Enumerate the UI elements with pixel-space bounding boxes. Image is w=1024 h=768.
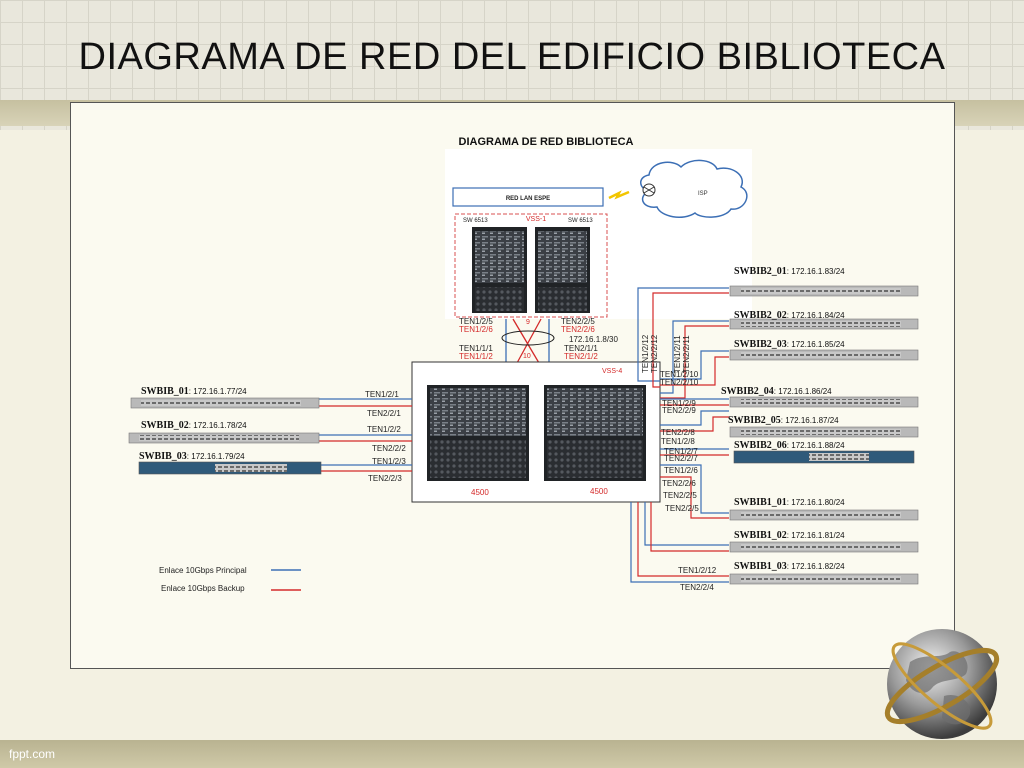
port-10: 10 (523, 353, 531, 360)
catalyst-4500-left (427, 385, 529, 481)
isp-cloud-icon (640, 159, 748, 219)
port-label: TEN1/2/6 (664, 466, 698, 475)
vss-link-ellipse (501, 330, 555, 346)
switch-swbib1-03 (729, 573, 919, 585)
port-label: TEN1/2/3 (372, 457, 406, 466)
switch-label-swbib2-03: SWBIB2_03: 172.16.1.85/24 (734, 339, 845, 350)
switch-label-swbib1-02: SWBIB1_02: 172.16.1.81/24 (734, 530, 845, 541)
switch-swbib-03 (138, 461, 322, 475)
port-label: TEN2/2/4 (680, 583, 714, 592)
switch-label-swbib2-01: SWBIB2_01: 172.16.1.83/24 (734, 266, 845, 277)
sw6513-chassis-left (472, 227, 527, 313)
port-label: TEN1/2/12 (641, 334, 650, 373)
port-label: TEN2/1/2 (564, 352, 598, 361)
vss1-label: VSS-1 (526, 216, 546, 223)
switch-label-swbib1-03: SWBIB1_03: 172.16.1.82/24 (734, 561, 845, 572)
diagram-heading: DIAGRAMA DE RED BIBLIOTECA (459, 136, 634, 148)
legend-primary-label: Enlace 10Gbps Principal (159, 566, 247, 575)
port-label: TEN1/2/9 (662, 399, 696, 408)
lightning-icon (608, 190, 630, 200)
switch-label-swbib2-05: SWBIB2_05: 172.16.1.87/24 (728, 415, 839, 426)
port-label: TEN1/2/6 (459, 325, 493, 334)
port-label: TEN1/1/2 (459, 352, 493, 361)
switch-label-swbib1-01: SWBIB1_01: 172.16.1.80/24 (734, 497, 845, 508)
port-label: TEN2/2/1 (367, 409, 401, 418)
vss1-group (454, 213, 608, 318)
switch-swbib2-02 (729, 318, 919, 330)
legend: Enlace 10Gbps Principal Enlace 10Gbps Ba… (159, 566, 301, 593)
port-label: TEN2/2/6 (662, 479, 696, 488)
lan-box (452, 187, 604, 207)
diagram-frame: DIAGRAMA DE RED BIBLIOTECA RED LAN ESPE … (70, 102, 955, 669)
switch-label-swbib2-04: SWBIB2_04: 172.16.1.86/24 (721, 386, 832, 397)
network-diagram: DIAGRAMA DE RED BIBLIOTECA RED LAN ESPE … (128, 136, 919, 593)
switch-swbib2-06 (733, 450, 915, 464)
switch-swbib1-02 (729, 541, 919, 553)
footer-band (0, 740, 1024, 768)
sw6513-chassis-right (535, 227, 590, 313)
port-label: TEN1/2/12 (678, 566, 717, 575)
port-label: TEN2/2/2 (372, 444, 406, 453)
sw6513-right-label: SW 6513 (568, 218, 593, 224)
switch-swbib2-05 (729, 426, 919, 438)
footer-text: fppt.com (9, 747, 56, 761)
port-label: TEN2/2/10 (660, 378, 699, 387)
port-label: TEN1/2/5 (459, 317, 493, 326)
switch-label-swbib-01: SWBIB_01: 172.16.1.77/24 (141, 386, 247, 397)
port-9: 9 (526, 319, 530, 326)
port-label: TEN2/2/3 (368, 474, 402, 483)
legend-backup-label: Enlace 10Gbps Backup (161, 584, 245, 593)
port-label: TEN1/2/11 (673, 335, 682, 373)
port-label: TEN2/2/11 (682, 335, 691, 373)
isp-label: ISP (698, 191, 708, 197)
port-label: TEN2/2/5 (561, 317, 595, 326)
switch-swbib2-03 (729, 349, 919, 361)
chassis-left-label: 4500 (471, 488, 489, 497)
switch-swbib1-01 (729, 509, 919, 521)
catalyst-4500-right (544, 385, 646, 481)
switch-swbib-02 (128, 432, 320, 444)
port-label: TEN2/2/8 (661, 428, 695, 437)
right-links (630, 287, 729, 583)
switch-swbib-01 (130, 397, 320, 409)
port-label: TEN2/1/1 (564, 344, 598, 353)
left-links (319, 398, 412, 472)
port-label: TEN2/2/5 (665, 504, 699, 513)
globe-icon (884, 629, 1000, 739)
switch-label-swbib-03: SWBIB_03: 172.16.1.79/24 (139, 451, 245, 462)
port-label: TEN1/1/1 (459, 344, 493, 353)
port-label: TEN1/2/7 (664, 447, 698, 456)
vss4-label: VSS-4 (602, 368, 622, 375)
port-label: TEN1/2/10 (660, 370, 699, 379)
switch-swbib2-04 (729, 396, 919, 408)
switch-label-swbib2-06: SWBIB2_06: 172.16.1.88/24 (734, 440, 845, 451)
switch-label-swbib-02: SWBIB_02: 172.16.1.78/24 (141, 420, 247, 431)
port-label: TEN2/2/7 (664, 454, 698, 463)
port-label: TEN2/2/6 (561, 325, 595, 334)
slide-title: DIAGRAMA DE RED DEL EDIFICIO BIBLIOTECA (78, 36, 946, 78)
switch-label-swbib2-02: SWBIB2_02: 172.16.1.84/24 (734, 310, 845, 321)
port-label: TEN1/2/8 (661, 437, 695, 446)
lan-label: RED LAN ESPE (506, 196, 550, 202)
port-label: TEN1/2/1 (365, 390, 399, 399)
chassis-right-label: 4500 (590, 487, 608, 496)
port-label: TEN2/2/12 (650, 334, 659, 373)
vss-link-ip: 172.16.1.8/30 (569, 335, 618, 344)
switch-swbib2-01 (729, 285, 919, 297)
port-label: TEN2/2/5 (663, 491, 697, 500)
port-label: TEN1/2/2 (367, 425, 401, 434)
port-label: TEN2/2/9 (662, 406, 696, 415)
sw6513-left-label: SW 6513 (463, 218, 488, 224)
